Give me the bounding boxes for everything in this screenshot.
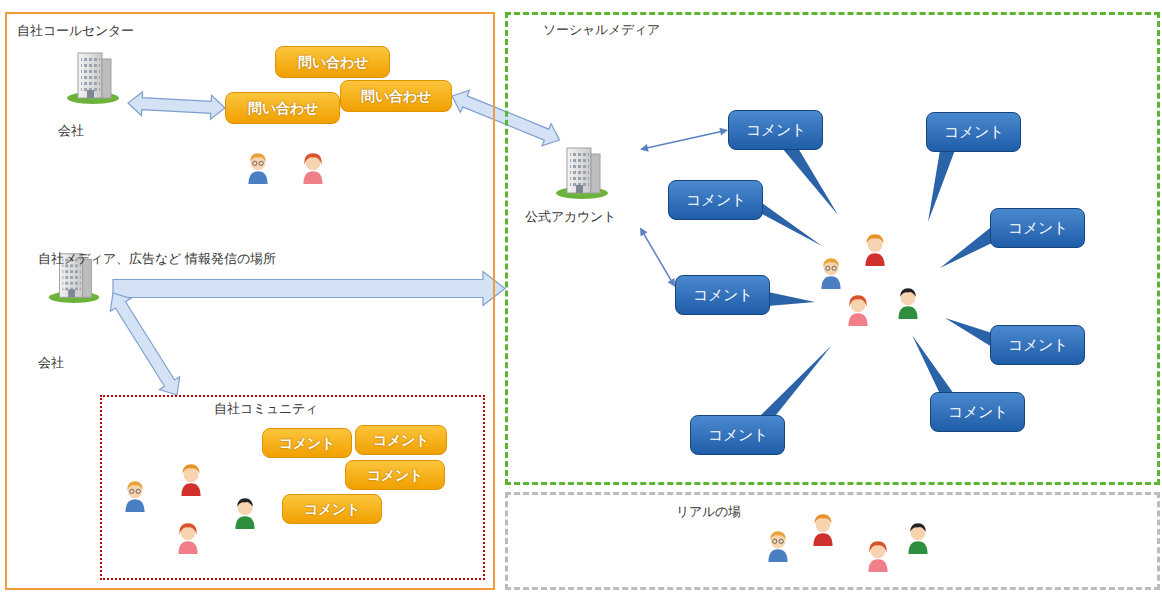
double-arrow: [110, 293, 179, 395]
double-arrow: [128, 92, 225, 120]
region-panel: ソーシャルメディア公式アカウントコメントコメントコメントコメントコメントコメント…: [505, 12, 1160, 485]
comment-bubble: コメント: [926, 112, 1021, 152]
node-text: コメント: [729, 111, 822, 149]
inquiry-bubble: 問い合わせ: [340, 80, 452, 112]
inquiry-bubble: 問い合わせ: [275, 46, 390, 78]
node-text: 自社メディア、広告など 情報発信の場所: [38, 250, 248, 290]
comment-bubble: コメント: [990, 325, 1085, 365]
comment-bubble: コメント: [262, 428, 352, 458]
building-node: 公式アカウント: [525, 140, 640, 235]
node-text: 会社: [58, 122, 84, 140]
comment-bubble: コメント: [990, 208, 1085, 248]
node-text: コメント: [931, 393, 1024, 431]
node-text: 問い合わせ: [226, 93, 339, 123]
inquiry-bubble: 問い合わせ: [225, 92, 340, 124]
double-arrow: [640, 128, 728, 152]
building-node: 会社: [58, 40, 128, 145]
comment-bubble: コメント: [930, 392, 1025, 432]
node-text: 自社コールセンター: [17, 22, 134, 40]
comment-bubble: コメント: [690, 415, 785, 455]
node-text: コメント: [691, 416, 784, 454]
comment-bubble: コメント: [728, 110, 823, 150]
double-arrow: [640, 227, 675, 287]
community-box: 自社コミュニティコメントコメントコメントコメント: [100, 395, 485, 580]
building-node: 自社メディア、広告など 情報発信の場所会社: [38, 248, 113, 338]
comment-bubble: コメント: [345, 460, 445, 490]
node-text: コメント: [669, 181, 762, 219]
node-text: 問い合わせ: [341, 81, 451, 111]
node-text: ソーシャルメディア: [543, 21, 660, 39]
node-text: リアルの場: [676, 503, 741, 521]
node-text: コメント: [346, 461, 444, 489]
comment-bubble: コメント: [355, 425, 447, 455]
comment-bubble: コメント: [668, 180, 763, 220]
arrow: [113, 272, 505, 306]
region-panel: リアルの場: [505, 492, 1160, 590]
node-text: コメント: [991, 209, 1084, 247]
region-panel: 自社コールセンター会社問い合わせ問い合わせ問い合わせ自社メディア、広告など 情報…: [5, 12, 495, 590]
node-text: 会社: [38, 354, 64, 372]
node-text: コメント: [356, 426, 446, 454]
node-text: コメント: [991, 326, 1084, 364]
node-text: 自社コミュニティ: [214, 400, 318, 418]
node-text: コメント: [927, 113, 1020, 151]
comment-bubble: コメント: [675, 275, 770, 315]
node-text: コメント: [263, 429, 351, 457]
node-text: 問い合わせ: [276, 47, 389, 77]
node-text: 公式アカウント: [525, 208, 616, 226]
comment-bubble: コメント: [282, 494, 382, 524]
node-text: コメント: [283, 495, 381, 523]
node-text: コメント: [676, 276, 769, 314]
